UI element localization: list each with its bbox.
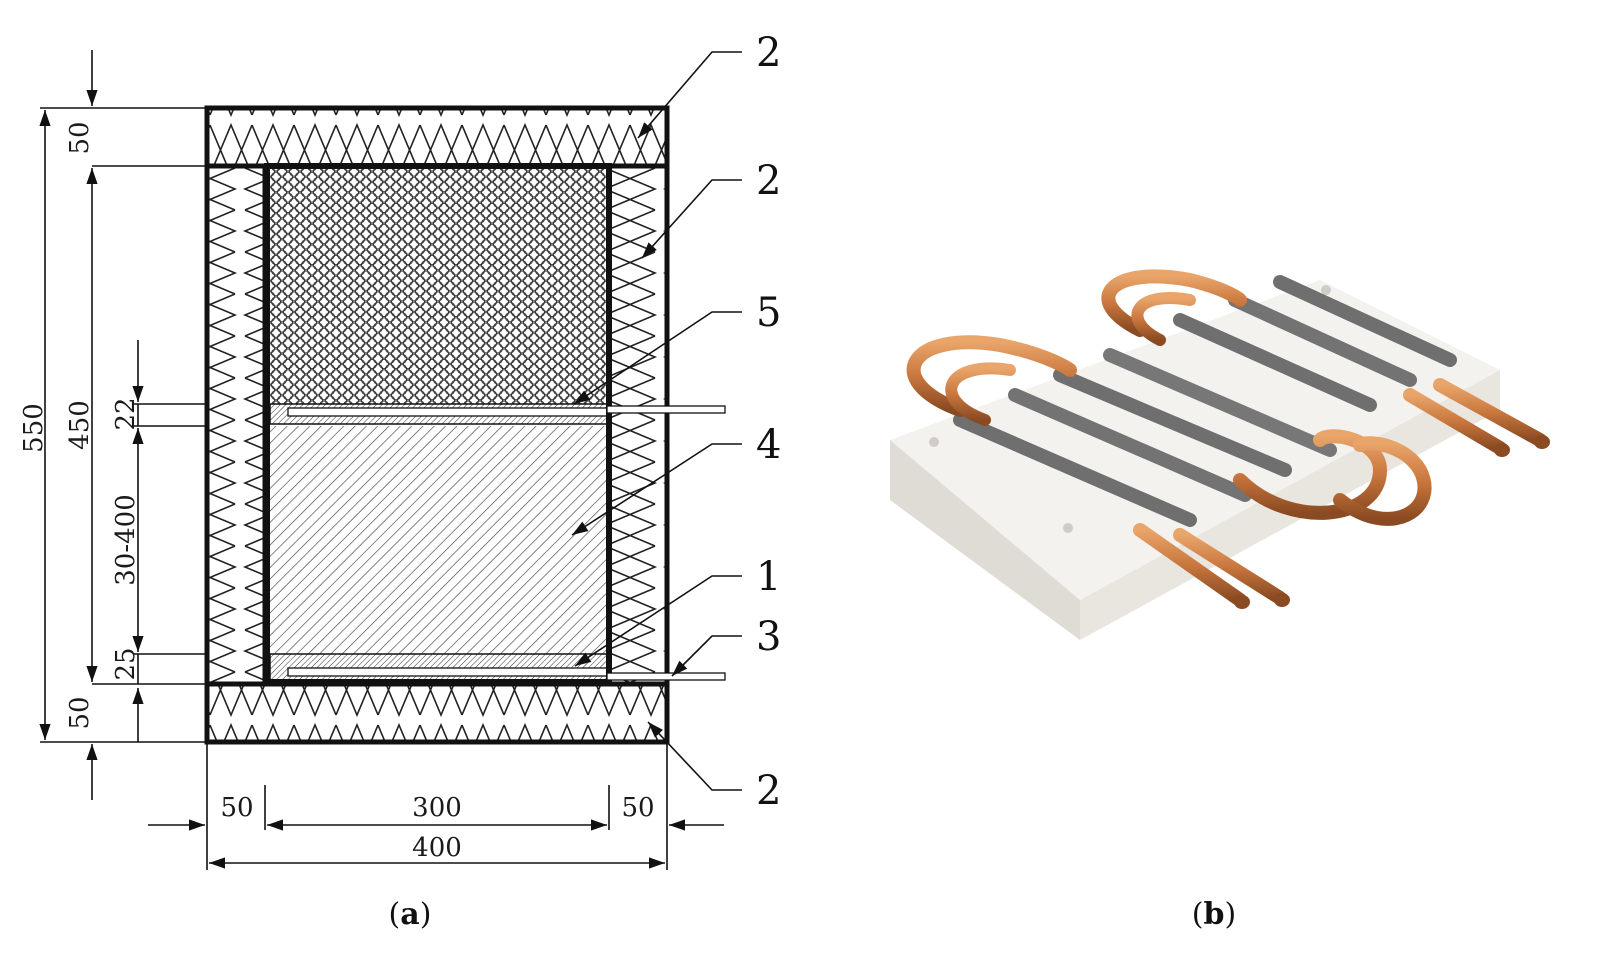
callout-upper-plate: 5 xyxy=(756,290,781,336)
dim-plate-top: 22 xyxy=(111,397,141,430)
dim-inner-height: 450 xyxy=(65,400,95,450)
tube-ends xyxy=(1234,435,1550,609)
dim-bottom-wall: 50 xyxy=(65,696,95,729)
bottom-insulation xyxy=(204,681,670,745)
caption-a: (a) xyxy=(389,897,432,932)
dim-inner-width: 300 xyxy=(412,793,462,823)
right-insulation xyxy=(606,163,670,687)
dim-plate-bottom: 25 xyxy=(111,647,141,680)
copper-tubes xyxy=(906,269,1547,607)
upper-tube-in-plate xyxy=(287,407,608,417)
upper-tube-extension xyxy=(606,405,726,414)
dim-lines-horizontal xyxy=(148,742,724,870)
callout-top-insulation: 2 xyxy=(756,30,781,76)
panel-b-photo: (b) xyxy=(890,269,1550,932)
sample-region xyxy=(270,426,607,654)
callout-lower-plate: 1 xyxy=(756,554,781,600)
dim-left-wall: 50 xyxy=(220,793,253,823)
dim-lines-vertical xyxy=(39,50,207,800)
caption-b-letter: b xyxy=(1204,897,1225,932)
lower-tube-in-plate xyxy=(287,667,608,677)
dim-right-wall: 50 xyxy=(621,793,654,823)
caption-b: (b) xyxy=(1192,897,1236,932)
caption-a-letter: a xyxy=(400,897,419,932)
steel-fins xyxy=(953,275,1457,527)
callout-side-insulation: 2 xyxy=(756,158,781,204)
panel-a-cross-section: 550 50 450 50 22 30-400 25 50 300 50 400… xyxy=(19,30,781,932)
callout-tube: 3 xyxy=(756,614,781,660)
dim-sample-range: 30-400 xyxy=(111,494,141,586)
lower-tube-extension xyxy=(606,672,726,681)
left-insulation xyxy=(204,163,268,687)
callout-bottom-insulation: 2 xyxy=(756,768,781,814)
dim-total-width: 400 xyxy=(412,833,462,863)
dim-top-wall: 50 xyxy=(65,121,95,154)
inner-wall xyxy=(264,163,612,685)
packed-bed-region xyxy=(270,168,607,404)
top-insulation xyxy=(204,105,670,169)
callout-sample: 4 xyxy=(756,422,781,468)
dim-total-height: 550 xyxy=(19,403,49,453)
callout-leaders xyxy=(571,51,742,791)
